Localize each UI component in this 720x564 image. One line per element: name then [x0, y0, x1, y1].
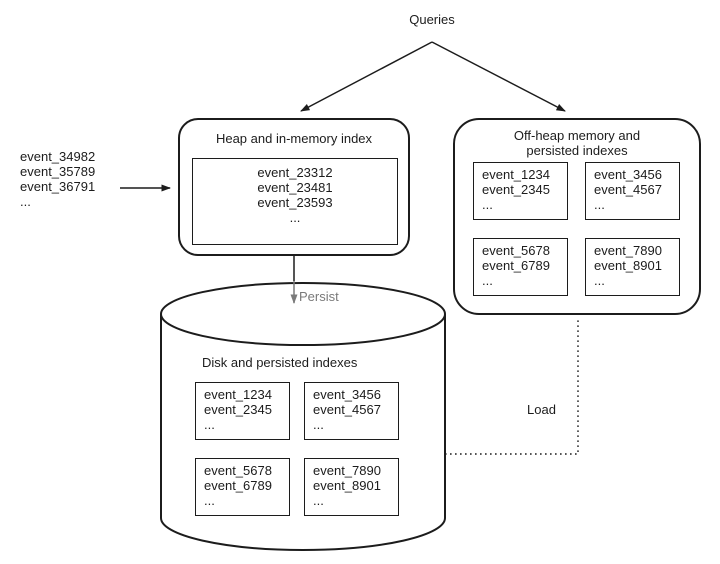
incoming-events-list: event_34982 event_35789 event_36791 ... [20, 149, 95, 209]
offheap-segment-3: event_5678 event_6789 ... [473, 238, 568, 296]
offheap-segment-4: event_7890 event_8901 ... [585, 238, 680, 296]
offheap-segment-1: event_1234 event_2345 ... [473, 162, 568, 220]
queries-arrow-left [300, 41, 433, 112]
segment-ellipsis: ... [594, 197, 605, 212]
segment-ellipsis: ... [482, 273, 493, 288]
offheap-segment-2: event_3456 event_4567 ... [585, 162, 680, 220]
segment-event-id: event_3456 [313, 387, 381, 402]
queries-label: Queries [409, 12, 455, 27]
incoming-event-id: event_35789 [20, 164, 96, 179]
incoming-event-id: event_36791 [20, 179, 96, 194]
segment-event-id: event_2345 [482, 182, 550, 197]
heap-memory-box-title: Heap and in-memory index [215, 131, 373, 146]
segment-ellipsis: ... [594, 273, 605, 288]
segment-event-id: event_4567 [594, 182, 662, 197]
segment-event-id: event_8901 [594, 258, 662, 273]
segment-event-id: event_2345 [204, 402, 272, 417]
disk-segment-4: event_7890 event_8901 ... [304, 458, 399, 516]
disk-segment-3: event_5678 event_6789 ... [195, 458, 290, 516]
segment-event-id: event_6789 [482, 258, 550, 273]
segment-ellipsis: ... [313, 493, 324, 508]
disk-segment-1: event_1234 event_2345 ... [195, 382, 290, 440]
disk-title: Disk and persisted indexes [202, 355, 358, 370]
segment-ellipsis: ... [482, 197, 493, 212]
segment-event-id: event_1234 [204, 387, 272, 402]
incoming-event-id: event_34982 [20, 149, 96, 164]
segment-event-id: event_6789 [204, 478, 272, 493]
persist-label: Persist [299, 289, 339, 304]
incoming-events-ellipsis: ... [20, 194, 31, 209]
offheap-title-line: Off-heap memory and [513, 128, 641, 143]
segment-ellipsis: ... [204, 417, 215, 432]
segment-event-id: event_5678 [482, 243, 550, 258]
segment-event-id: event_3456 [594, 167, 662, 182]
segment-event-id: event_7890 [594, 243, 662, 258]
offheap-memory-box-title: Off-heap memory and persisted indexes [455, 128, 699, 158]
heap-events-ellipsis: ... [289, 210, 301, 225]
load-label: Load [527, 402, 556, 417]
segment-event-id: event_5678 [204, 463, 272, 478]
segment-event-id: event_4567 [313, 402, 381, 417]
disk-segment-2: event_3456 event_4567 ... [304, 382, 399, 440]
load-dotted-connector [445, 319, 579, 455]
offheap-title-line: persisted indexes [526, 143, 628, 158]
heap-events-box: event_23312 event_23481 event_23593 ... [192, 158, 398, 245]
segment-ellipsis: ... [313, 417, 324, 432]
queries-arrow-right [431, 41, 566, 112]
segment-event-id: event_7890 [313, 463, 381, 478]
segment-ellipsis: ... [204, 493, 215, 508]
heap-event-id: event_23593 [257, 195, 333, 210]
heap-event-id: event_23481 [257, 180, 333, 195]
segment-event-id: event_8901 [313, 478, 381, 493]
segment-event-id: event_1234 [482, 167, 550, 182]
heap-event-id: event_23312 [257, 165, 333, 180]
